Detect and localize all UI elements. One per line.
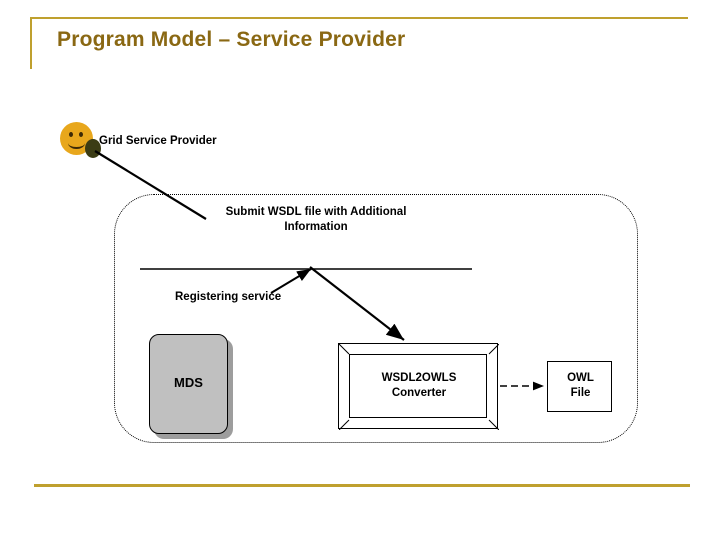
owl-file-label: OWL File (548, 371, 613, 401)
title-rule-left (30, 17, 32, 69)
smiley-right-eye-icon (79, 132, 83, 137)
footer-rule (34, 484, 690, 487)
converter-label-line2: Converter (391, 387, 447, 399)
converter-node[interactable]: WSDL2OWLS Converter (338, 343, 499, 430)
owl-file-label-line1: OWL (567, 372, 594, 384)
title-rule-top (30, 17, 688, 19)
converter-label: WSDL2OWLS Converter (339, 371, 499, 401)
owl-file-node[interactable]: OWL File (547, 361, 612, 412)
submit-annotation-label: Submit WSDL file with Additional Informa… (225, 206, 407, 233)
registry-zone-boundary (114, 194, 638, 443)
mds-label: MDS (174, 375, 203, 390)
registering-annotation-label: Registering service (175, 291, 282, 303)
smiley-mouth-icon (68, 137, 85, 149)
mds-node[interactable]: MDS (149, 334, 228, 434)
converter-label-line1: WSDL2OWLS (381, 372, 457, 384)
smiley-left-eye-icon (69, 132, 73, 137)
owl-file-label-line2: File (570, 387, 591, 399)
registering-service-arrow (270, 268, 312, 294)
actor-leader-line (94, 150, 207, 220)
submit-to-converter-arrow (309, 266, 405, 341)
page-title: Program Model – Service Provider (57, 28, 406, 51)
converter-inner-frame (349, 354, 487, 418)
actor-label: Grid Service Provider (99, 135, 217, 147)
